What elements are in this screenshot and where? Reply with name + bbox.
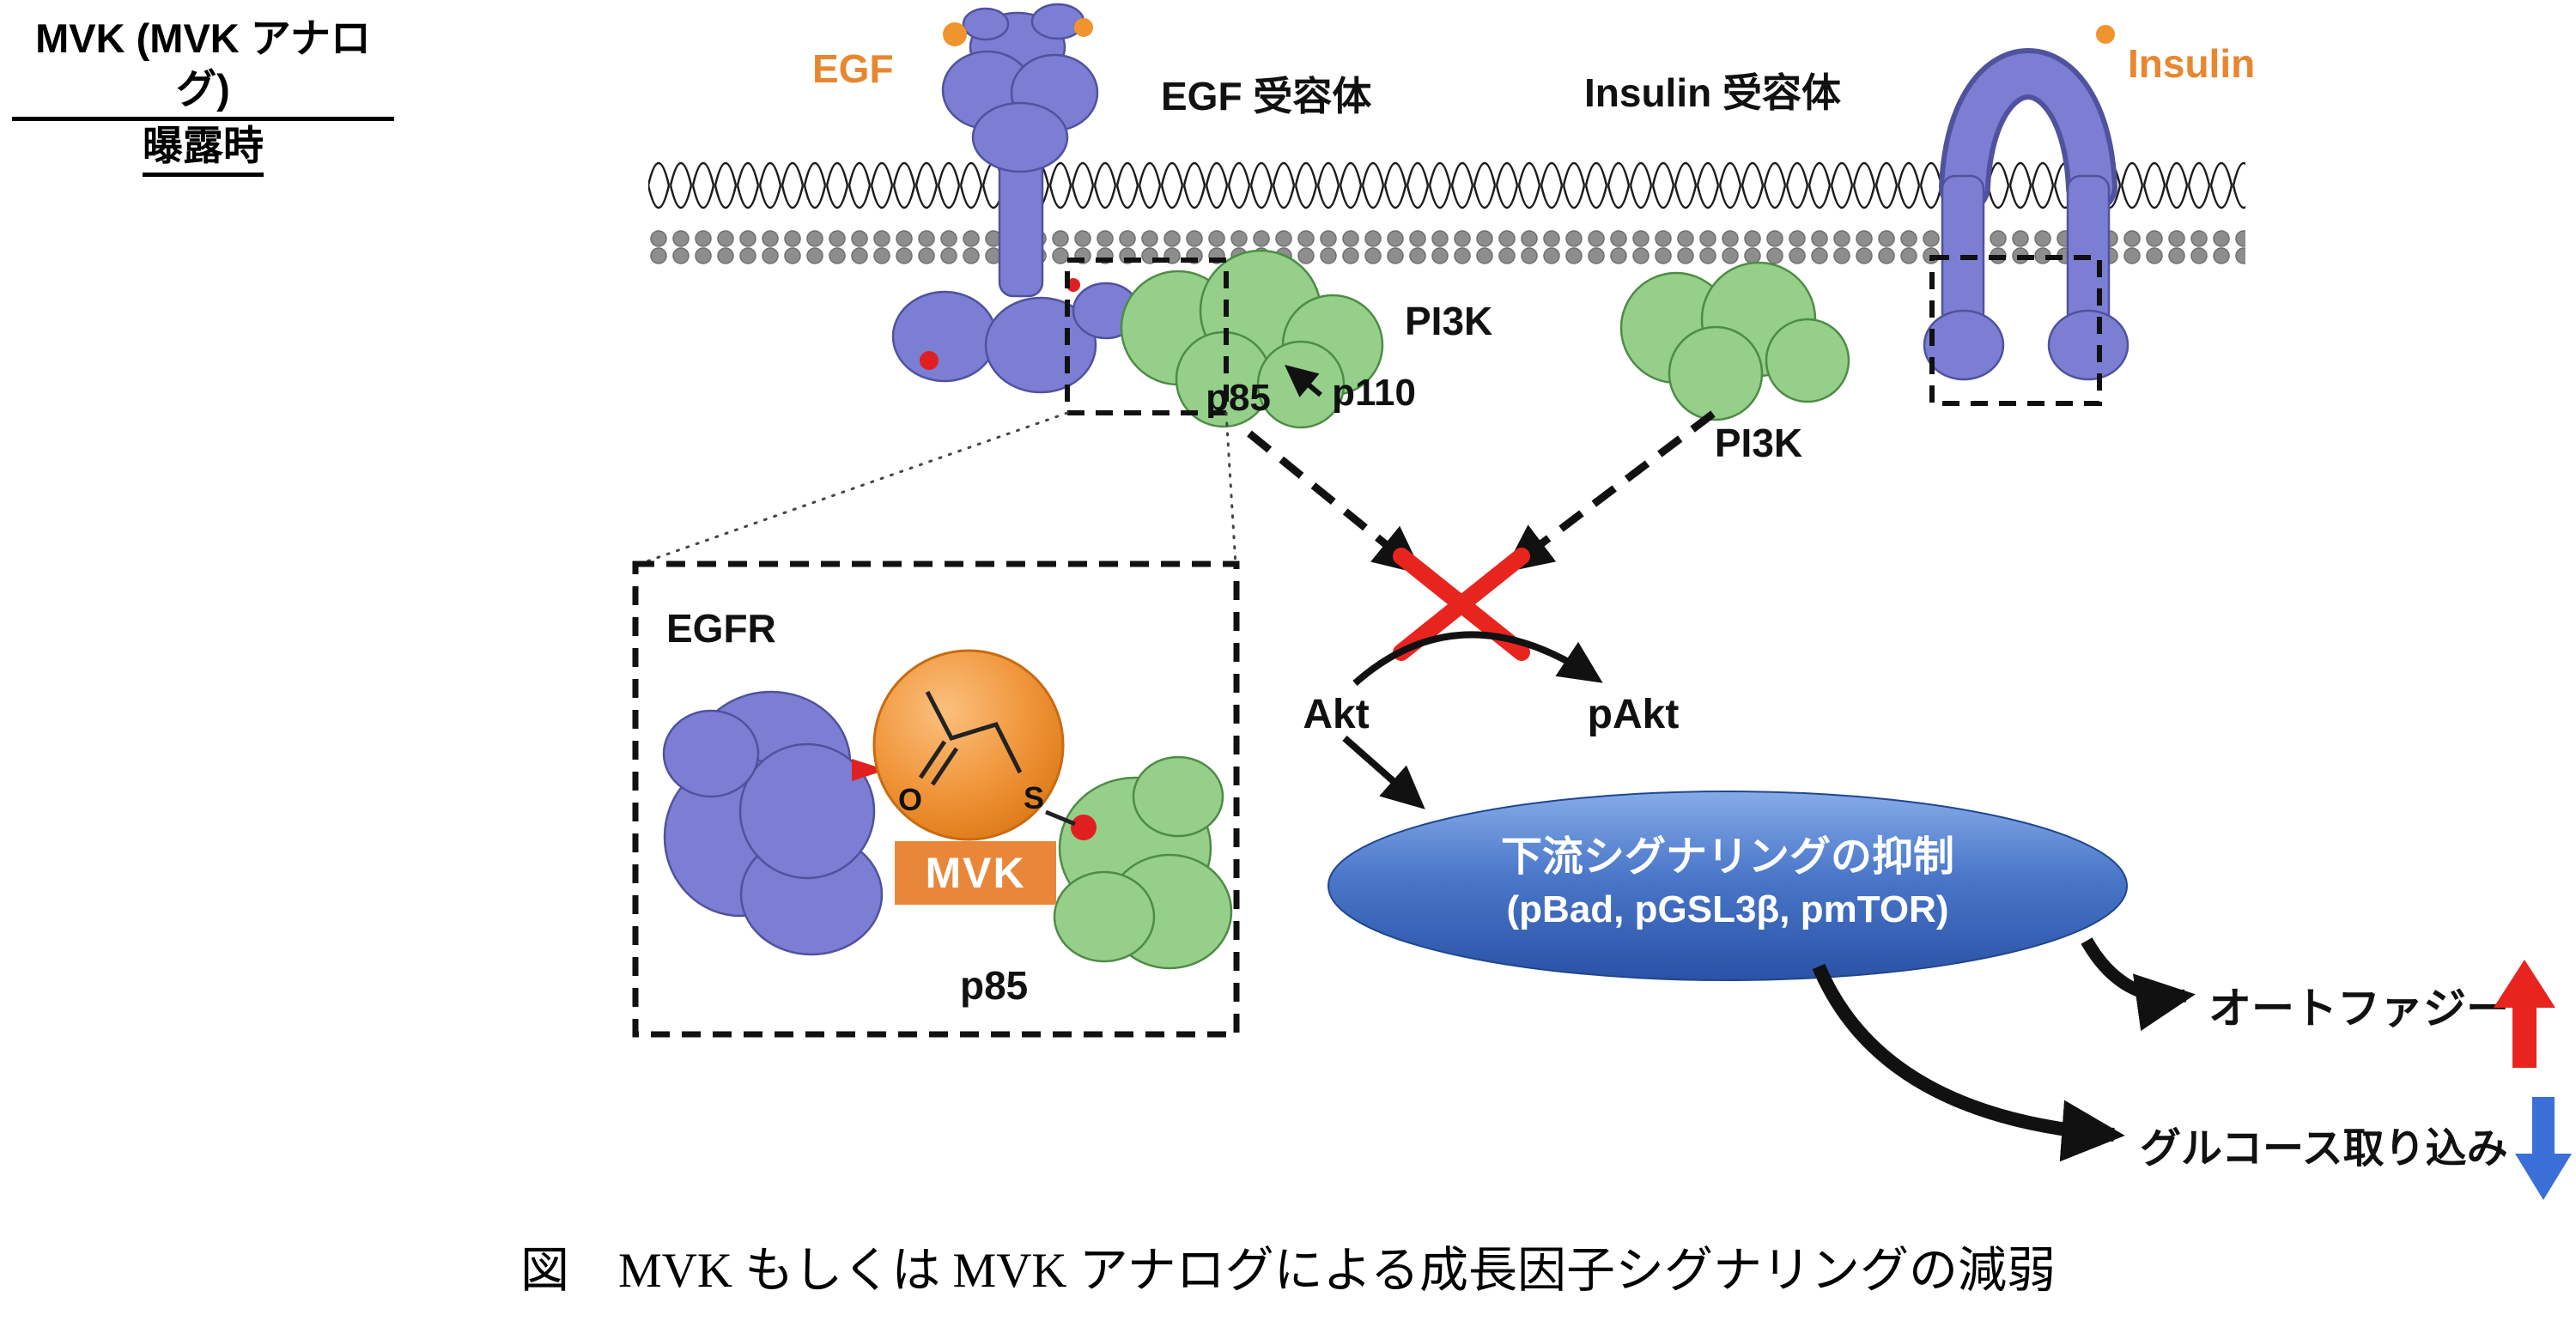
title-line1: MVK (MVK アナログ) bbox=[12, 14, 394, 121]
inset-p85-adduct-mark bbox=[1071, 815, 1097, 840]
akt-to-bubble-arrow bbox=[1342, 736, 1425, 809]
inset-connector-right bbox=[1224, 411, 1237, 567]
autophagy-arrow bbox=[2081, 937, 2196, 1032]
title-line2: 曝露時 bbox=[143, 121, 264, 178]
egf-receptor bbox=[891, 3, 1140, 394]
inhibition-line1: 下流シグナリングの抑制 bbox=[1501, 834, 1954, 880]
glucose-label: グルコース取り込み bbox=[2140, 1126, 2508, 1172]
figure-caption: 図 MVK もしくは MVK アナログによる成長因子シグナリングの減弱 bbox=[520, 1244, 2056, 1298]
mvk-structure-icon bbox=[918, 690, 1076, 827]
glucose-down-arrow-icon bbox=[2515, 1097, 2572, 1200]
mvk-adduct-mark-left bbox=[920, 351, 939, 370]
akt-to-pakt-arrow bbox=[1352, 631, 1603, 686]
pi3k-left-signal-arrow bbox=[1247, 430, 1424, 575]
p85-label: p85 bbox=[1206, 377, 1271, 419]
inhibition-line2: (pBad, pGSL3β, pmTOR) bbox=[1507, 888, 1949, 930]
akt-label: Akt bbox=[1303, 692, 1369, 737]
insulin-label: Insulin bbox=[2128, 41, 2255, 86]
inset-p85-label: p85 bbox=[960, 963, 1028, 1008]
inset-egfr-protein bbox=[662, 690, 886, 956]
pi3k-left-label: PI3K bbox=[1405, 299, 1492, 343]
insulin-receptor bbox=[1923, 48, 2129, 381]
insulin-zoom-box bbox=[1929, 255, 2102, 406]
autophagy-up-arrow-icon bbox=[2494, 960, 2555, 1068]
inset-egfr-adduct-mark bbox=[852, 759, 886, 781]
pi3k-left-protein bbox=[1120, 249, 1384, 429]
inset-connector-left bbox=[635, 411, 1069, 567]
p110-label: p110 bbox=[1332, 372, 1416, 414]
mvk-molecule-ball bbox=[872, 649, 1065, 841]
inset-egfr-label: EGFR bbox=[666, 606, 776, 651]
pi3k-right-signal-arrow bbox=[1503, 410, 1716, 573]
pakt-label: pAkt bbox=[1588, 692, 1680, 737]
figure-title: MVK (MVK アナログ) 曝露時 bbox=[12, 14, 394, 178]
autophagy-label: オートファジー bbox=[2208, 985, 2509, 1033]
glucose-arrow bbox=[1812, 963, 2125, 1162]
p110-pointer-arrow bbox=[1285, 365, 1322, 398]
inset-p85-protein bbox=[1053, 755, 1233, 970]
egf-receptor-label: EGF 受容体 bbox=[1161, 74, 1371, 118]
atom-o-label: O bbox=[898, 782, 922, 817]
egfr-zoom-box bbox=[1065, 258, 1229, 415]
atom-s-label: S bbox=[1024, 780, 1044, 815]
insulin-receptor-label: Insulin 受容体 bbox=[1584, 70, 1841, 115]
egf-label: EGF bbox=[812, 46, 894, 91]
insulin-ligand-icon bbox=[2096, 25, 2115, 44]
inhibition-bubble bbox=[1327, 791, 2128, 981]
pi3k-right-protein bbox=[1619, 261, 1850, 421]
pi3k-right-label: PI3K bbox=[1715, 421, 1802, 465]
egf-ligand-icon bbox=[943, 18, 1093, 46]
mvk-tag bbox=[895, 841, 1056, 905]
cell-membrane bbox=[648, 161, 2245, 285]
mvk-tag-label: MVK bbox=[925, 849, 1025, 897]
